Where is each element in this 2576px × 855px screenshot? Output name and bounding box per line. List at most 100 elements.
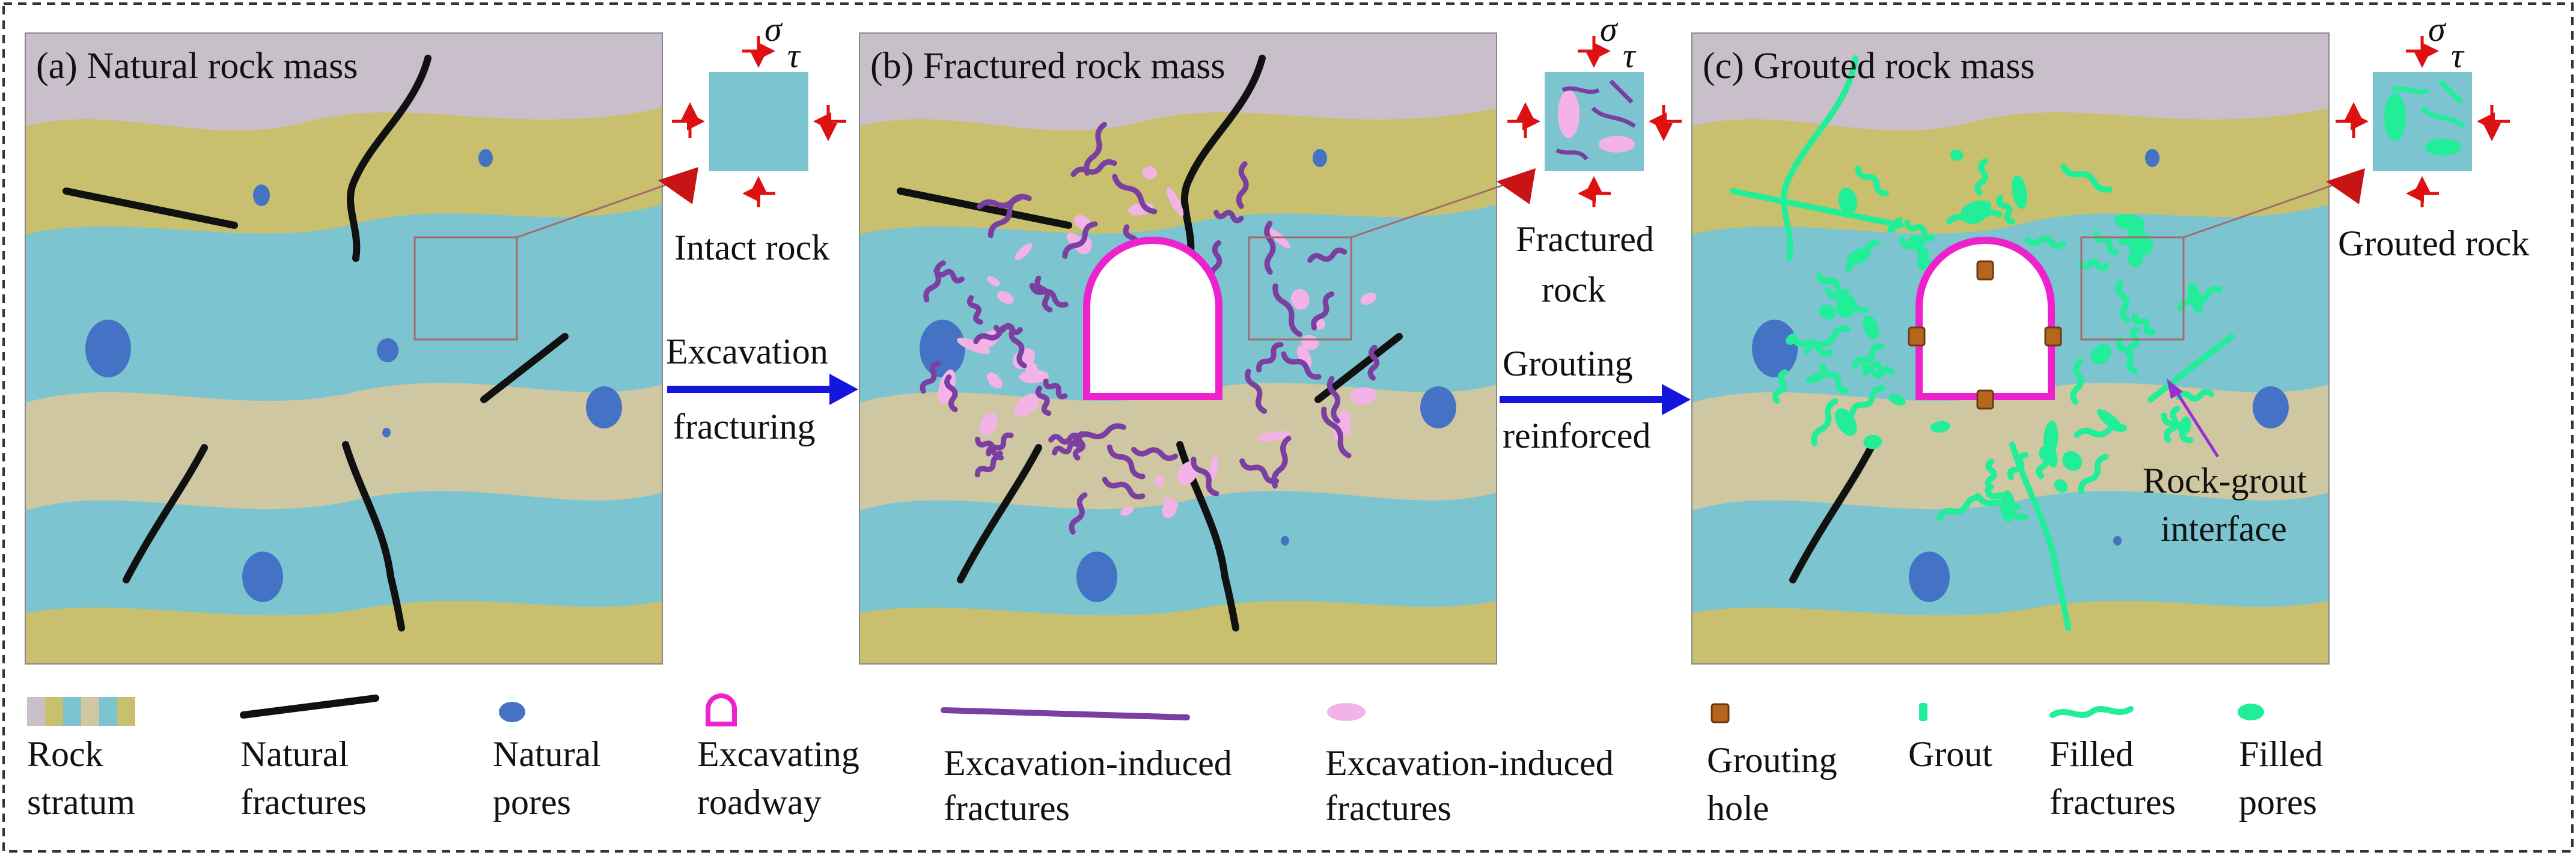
filled-fracture — [1849, 385, 1885, 416]
filled-pore — [1838, 187, 1858, 214]
filled-pore — [1950, 149, 1964, 161]
legend-label-3-line-1: Excavating — [697, 734, 859, 774]
filled-fracture — [1852, 343, 1885, 370]
filled-pore — [2044, 442, 2058, 468]
induced-purple-fracture — [1326, 376, 1341, 424]
induced-purple-fracture — [1043, 379, 1068, 400]
induced-purple-fracture — [1272, 283, 1302, 337]
filled-pore — [2054, 479, 2068, 493]
legend-natural-fracture-swatch — [240, 695, 379, 719]
filled-fracture — [1811, 398, 1839, 446]
arrow-grouting-label-1: Grouting — [1503, 344, 1633, 383]
arrow-grouting-label-2: reinforced — [1503, 416, 1651, 455]
filled-pore — [1888, 394, 1906, 406]
induced-purple-fracture — [1106, 444, 1146, 479]
panel-a-natural-fractures — [63, 55, 569, 631]
inset-b-tau: τ — [1623, 36, 1637, 75]
filled-fracture — [1804, 326, 1851, 354]
filled-pore — [1908, 234, 1923, 251]
induced-purple-fracture — [1069, 492, 1088, 535]
induced-pink-fracture — [1066, 233, 1087, 252]
panel-b-induced-purple-fractures — [920, 121, 1380, 535]
filled-pore — [1863, 434, 1882, 449]
induced-purple-fracture — [1112, 174, 1158, 215]
filled-fracture — [1825, 287, 1869, 314]
legend-label-4-line-1: Excavation-induced — [944, 743, 1232, 783]
legend-label-0-line-1: Rock — [27, 734, 103, 774]
induced-pink-fracture — [1350, 387, 1376, 405]
induced-purple-fracture — [1256, 342, 1284, 373]
induced-purple-fracture — [1084, 121, 1108, 176]
legend-filled-fracture-swatch — [2050, 706, 2134, 718]
filled-pore — [1786, 333, 1799, 345]
filled-fracture — [2060, 163, 2113, 193]
filled-fracture — [1855, 165, 1889, 196]
legend-label-5-line-1: Excavation-induced — [1325, 743, 1614, 783]
inset-b-fractures — [1555, 79, 1636, 161]
panel-c-natural-fractures — [1789, 444, 1875, 583]
filled-fracture — [2161, 412, 2194, 443]
filled-natural-fracture — [2009, 442, 2071, 631]
arrow-grouting: Grouting reinforced — [1500, 344, 1691, 455]
filled-pore — [2012, 175, 2028, 209]
panel-b-sample-box — [1248, 236, 1352, 341]
induced-pink-fracture — [1167, 187, 1184, 217]
induced-purple-fracture — [974, 454, 1004, 478]
filled-pore — [1930, 421, 1950, 433]
induced-purple-fracture — [923, 260, 946, 303]
filled-natural-fracture — [2147, 333, 2235, 403]
panel-c-sample-box — [2080, 236, 2185, 341]
inset-c-tau: τ — [2451, 36, 2465, 75]
panel-b — [859, 33, 1497, 664]
filled-pore — [1846, 248, 1869, 266]
filled-pore — [1960, 200, 1992, 219]
induced-pink-fracture — [987, 276, 1000, 287]
legend-natural-pore-swatch — [499, 702, 525, 722]
induced-purple-fracture — [1048, 432, 1082, 445]
legend-filled-pore-swatch — [2238, 704, 2264, 720]
panel-c-roadway — [1915, 237, 2055, 400]
filled-fracture — [1816, 272, 1849, 296]
panel-c-frame — [1691, 32, 2330, 665]
arrow-excavation: Excavation fracturing — [666, 332, 858, 446]
panel-a-title: (a) Natural rock mass — [36, 46, 358, 87]
filled-pore — [2179, 416, 2191, 435]
panel-c-title: (c) Grouted rock mass — [1703, 46, 2035, 87]
legend-grouting-hole-swatch — [1711, 703, 1730, 723]
induced-purple-fracture — [1367, 344, 1380, 381]
legend-rock-stratum-swatch — [27, 697, 135, 726]
induced-purple-fracture — [1131, 446, 1178, 461]
induced-pink-fracture — [1019, 370, 1049, 383]
panel-c-filled-fractures — [1730, 55, 2235, 631]
filled-fracture — [2125, 326, 2140, 358]
filled-fracture — [2070, 359, 2084, 405]
inset-c-grout — [2384, 79, 2466, 156]
filled-fracture — [2036, 445, 2050, 479]
filled-pore — [1819, 304, 1836, 320]
induced-pink-fracture — [1014, 394, 1040, 417]
inset-a-tau: τ — [787, 36, 801, 75]
filled-fracture — [1904, 219, 1935, 242]
induced-purple-fracture — [1052, 440, 1080, 455]
filled-fracture — [1772, 369, 1788, 404]
legend: Rock stratum Natural fractures Natural p… — [27, 693, 2323, 828]
induced-pink-fracture — [1015, 243, 1033, 260]
filled-fracture — [1946, 209, 2003, 225]
filled-pore — [2114, 214, 2145, 231]
legend-label-6-line-2: hole — [1707, 788, 1769, 828]
induced-pink-fracture — [1296, 345, 1312, 368]
inset-intact-rock: σ τ Intact rock — [516, 10, 846, 267]
panel-a-sample-box — [414, 236, 518, 341]
inset-fractured-rock: σ τ Fractured rock — [1351, 10, 1682, 309]
filled-pore — [2000, 490, 2015, 522]
panel-a — [25, 33, 662, 664]
legend-label-2-line-2: pores — [493, 782, 571, 822]
panel-a-frame — [25, 32, 663, 665]
filled-fracture — [2025, 236, 2066, 249]
legend-label-0-line-2: stratum — [27, 782, 135, 822]
induced-purple-fracture — [1191, 456, 1219, 497]
filled-fracture — [2175, 388, 2215, 402]
filled-pore — [2188, 282, 2203, 314]
induced-purple-fracture — [1029, 282, 1069, 308]
